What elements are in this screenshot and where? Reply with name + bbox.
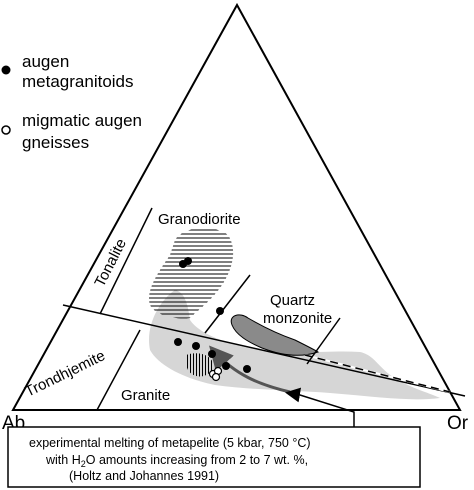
- field-label-granite: Granite: [121, 387, 170, 404]
- trondhjemite-granite-boundary: [96, 329, 141, 411]
- legend-open-line2: gneisses: [22, 133, 89, 152]
- data-point: [174, 338, 182, 346]
- annotation-box: [7, 426, 421, 488]
- annotation-line2: with H2O amounts increasing from 2 to 7 …: [45, 453, 308, 469]
- data-point: [192, 342, 200, 350]
- legend-open-line1: migmatic augen: [22, 111, 142, 130]
- filled-points: [174, 257, 251, 373]
- tonalite-granodiorite-boundary: [99, 207, 153, 315]
- data-point: [208, 350, 216, 358]
- field-label-trondhjemite: Trondhjemite: [22, 347, 108, 400]
- open-points: [208, 366, 223, 382]
- data-point: [243, 365, 251, 373]
- annotation-line3: (Holtz and Johannes 1991): [69, 469, 219, 483]
- data-point: [222, 362, 230, 370]
- legend-filled-line1: augen: [22, 52, 69, 71]
- vertical-hatched-field: [185, 353, 214, 377]
- annotation-line1: experimental melting of metapelite (5 kb…: [29, 436, 311, 450]
- legend-filled-line2: metagranitoids: [22, 72, 134, 91]
- field-label-granodiorite: Granodiorite: [158, 211, 241, 228]
- granodiorite-hatched-field: [149, 228, 234, 319]
- boundary-dashed: [304, 354, 451, 393]
- field-label-quartz: Quartz: [270, 292, 315, 309]
- data-point: [184, 257, 192, 265]
- data-point-open: [211, 372, 221, 382]
- annotation-pointer: [285, 387, 355, 427]
- data-point: [216, 307, 224, 315]
- quartz-monzonite-shaded-field: [230, 314, 320, 356]
- triangle-outline: [11, 2, 462, 411]
- apex-label-or: Or: [447, 413, 469, 434]
- field-label-monzonite: monzonite: [263, 310, 332, 327]
- filled-circle-icon: [1, 65, 11, 75]
- tonalite-trondhjemite-boundary: [62, 304, 466, 397]
- melting-trend-arrow: [209, 345, 291, 394]
- open-circle-icon: [1, 125, 11, 135]
- granodiorite-granite-boundary: [204, 274, 251, 334]
- quartz-monzonite-boundary: [306, 317, 341, 365]
